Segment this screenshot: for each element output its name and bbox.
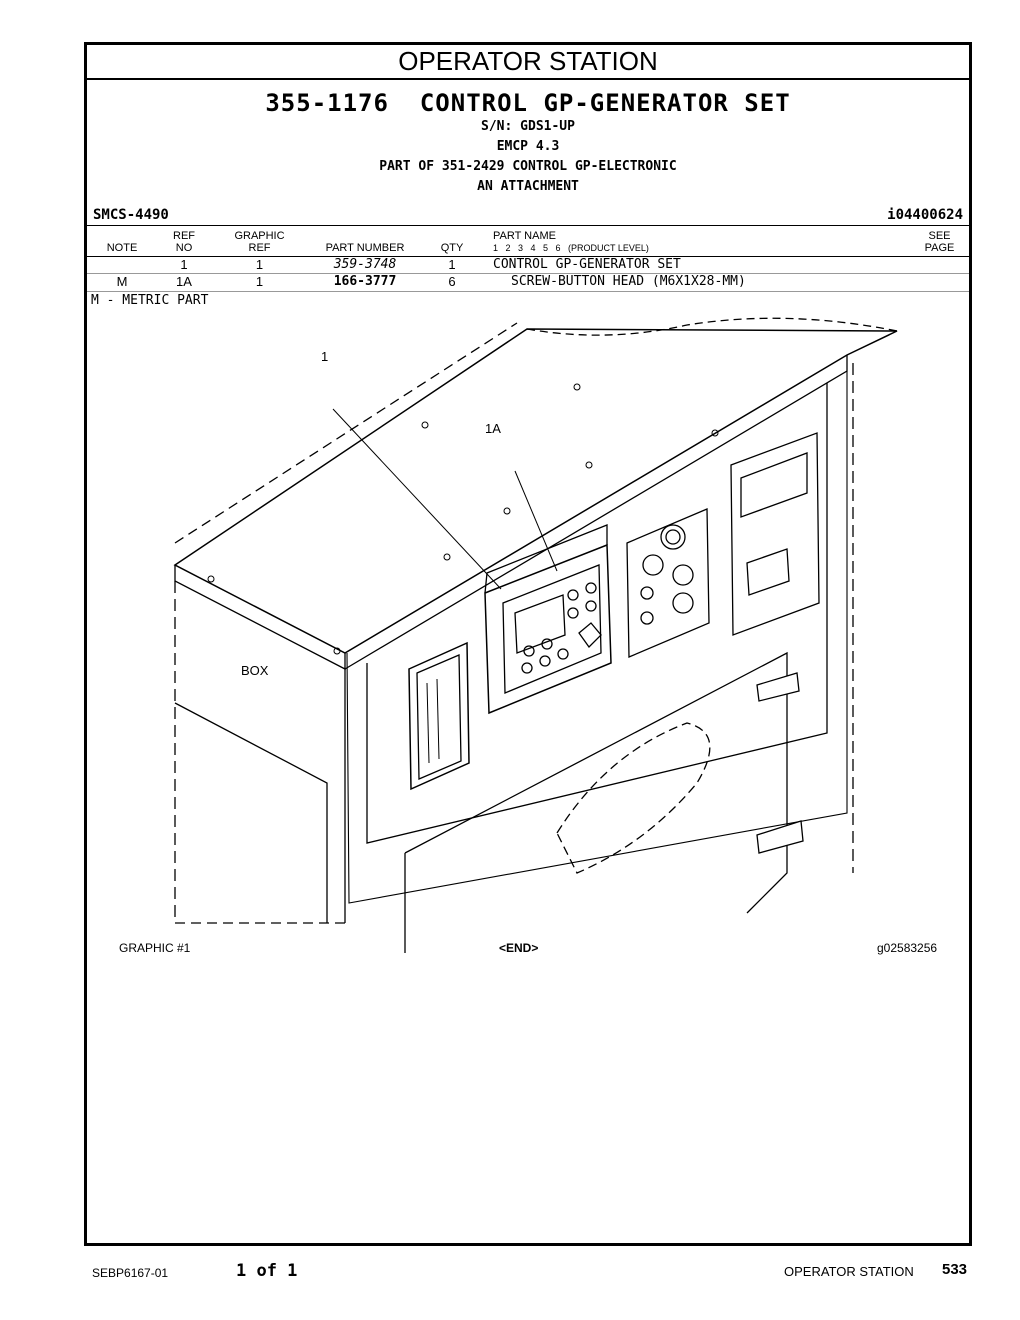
header-note: NOTE (106, 242, 138, 254)
smcs-code: SMCS-4490 (93, 207, 169, 223)
part-title: 355-1176 CONTROL GP-GENERATOR SET (87, 89, 969, 117)
header-graphic-ref: GRAPHIC REF (234, 230, 285, 254)
header-ref-no: REF NO (173, 230, 195, 254)
doc-number: SEBP6167-01 (92, 1266, 169, 1280)
header-product-level: 1 2 3 4 5 6 (PRODUCT LEVEL) (493, 243, 649, 253)
part-name-main: CONTROL GP-GENERATOR SET (419, 89, 791, 117)
part-number-main: 355-1176 (265, 89, 389, 117)
header-part-name: PART NAME (493, 230, 556, 242)
table-top-rule (87, 225, 969, 226)
parts-illustration (173, 317, 898, 953)
callout-1a: 1A (485, 421, 501, 436)
graphic-number: GRAPHIC #1 (119, 941, 191, 955)
callout-1: 1 (321, 349, 329, 364)
graphic-id: g02583256 (877, 941, 938, 955)
model-line: EMCP 4.3 (496, 139, 560, 154)
part-header: 355-1176 CONTROL GP-GENERATOR SET S/N: G… (87, 89, 969, 197)
part-of-line: PART OF 351-2429 CONTROL GP-ELECTRONIC (379, 159, 677, 174)
page-frame: OPERATOR STATION 355-1176 CONTROL GP-GEN… (84, 42, 972, 1246)
section-name: OPERATOR STATION (784, 1264, 914, 1279)
attachment-line: AN ATTACHMENT (477, 179, 579, 194)
part-number-link[interactable]: 359-3748 (333, 257, 397, 272)
header-part-number: PART NUMBER (325, 242, 405, 254)
page-number: 533 (942, 1261, 968, 1278)
header-qty: QTY (440, 242, 464, 254)
part-number-link[interactable]: 166-3777 (333, 274, 397, 289)
serial-range: S/N: GDS1-UP (481, 119, 575, 134)
box-label: BOX (241, 663, 269, 678)
info-id: i04400624 (887, 207, 963, 223)
metric-note: M - METRIC PART (91, 293, 209, 308)
page-count: 1 of 1 (236, 1261, 298, 1281)
header-see-page: SEE PAGE (924, 230, 955, 254)
page-title: OPERATOR STATION (87, 45, 969, 80)
end-marker: <END> (499, 941, 539, 955)
header-bottom-rule (87, 256, 969, 257)
